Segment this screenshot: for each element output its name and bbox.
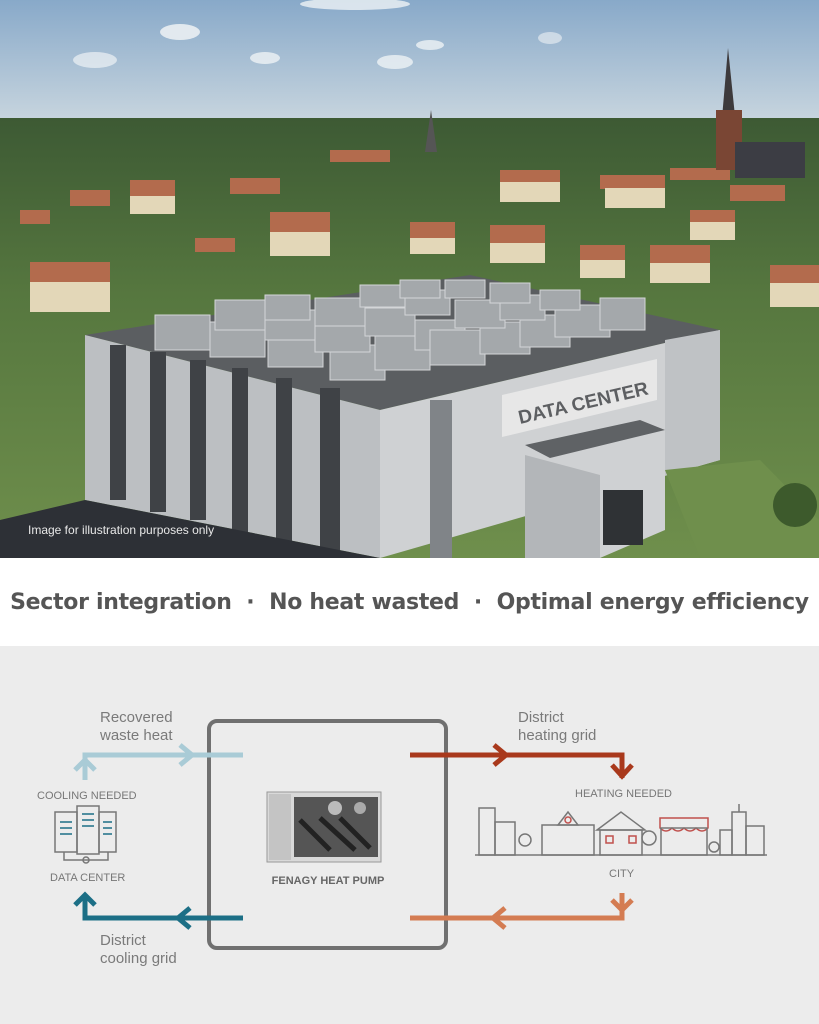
district-heating-grid-label-2: heating grid [518, 727, 597, 744]
city-skyline-icon [475, 804, 767, 856]
arrow-down-icon [610, 763, 634, 780]
heating-loop [407, 743, 634, 930]
arrow-left-icon [174, 906, 192, 930]
cooling-loop [73, 743, 246, 930]
heat-pump-label: FENAGY HEAT PUMP [271, 875, 385, 887]
arrow-up-icon [73, 891, 97, 907]
district-heating-grid-label-1: District [518, 709, 564, 726]
cooling-needed-label: COOLING NEEDED [37, 790, 137, 802]
city-label: CITY [609, 868, 635, 880]
server-rack-icon [54, 805, 117, 864]
heat-pump-image [266, 791, 382, 863]
recovered-waste-heat-label-2: waste heat [100, 727, 173, 744]
district-cooling-grid-label-2: cooling grid [100, 950, 177, 967]
district-cooling-grid-label-1: District [100, 932, 146, 949]
tagline-band: Sector integration · No heat wasted · Op… [0, 558, 819, 646]
hero-photo: DATA CENTER Image for illustration purpo… [0, 0, 819, 558]
recovered-waste-heat-label-1: Recovered [100, 709, 173, 726]
heat-pump-boundary [207, 719, 448, 950]
arrow-down-icon [610, 898, 634, 914]
data-center-aerial-illustration: DATA CENTER [0, 0, 819, 558]
arrow-right-icon [178, 743, 196, 767]
arrow-right-icon [492, 743, 510, 767]
arrow-left-icon [489, 906, 507, 930]
heat-flow-diagram: Recovered waste heat COOLING NEEDED DATA… [0, 646, 819, 1024]
heating-needed-label: HEATING NEEDED [575, 788, 672, 800]
illustration-caption: Image for illustration purposes only [28, 523, 215, 537]
tagline: Sector integration · No heat wasted · Op… [10, 589, 809, 615]
data-center-label: DATA CENTER [50, 872, 126, 884]
arrow-up-icon [73, 756, 97, 772]
